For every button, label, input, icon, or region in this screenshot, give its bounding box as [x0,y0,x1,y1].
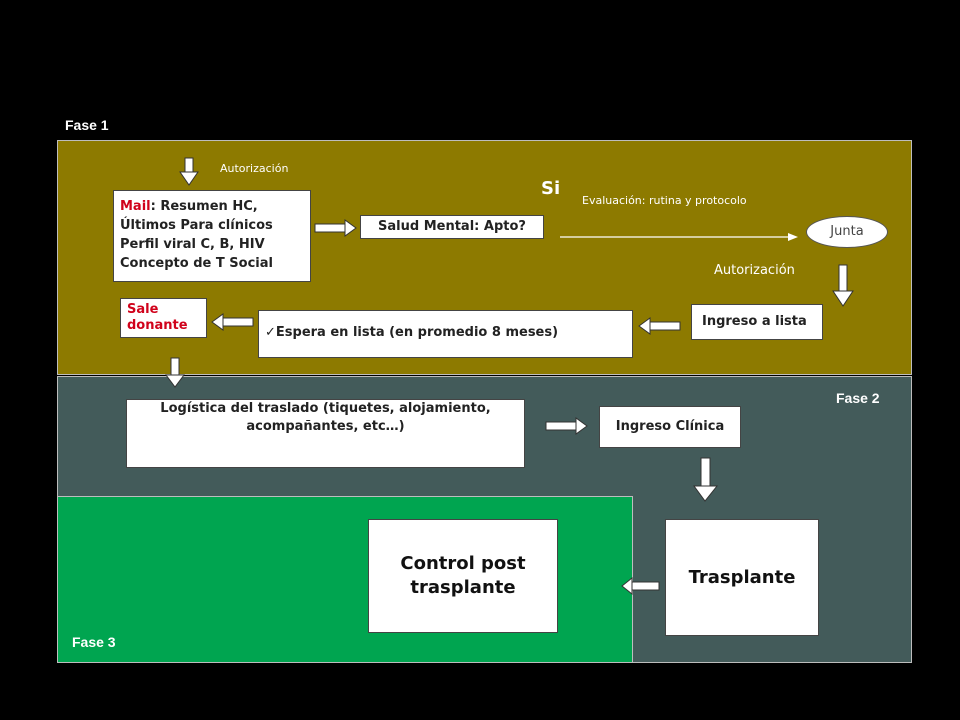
mail-line2: Últimos Para clínicos [120,218,273,233]
phase-3-label: Fase 3 [72,634,116,650]
right-arrow-icon [314,219,357,237]
down-arrow-icon [179,157,199,186]
autorizacion-top-label: Autorización [220,162,289,175]
trasplante-box: Trasplante [665,519,819,636]
down-arrow-icon [165,357,185,388]
left-arrow-icon [638,317,681,335]
mail-box: Mail: Resumen HC, Últimos Para clínicos … [113,190,311,282]
autorizacion-mid-label: Autorización [714,263,795,278]
down-arrow-icon [832,264,854,307]
phase-2-label: Fase 2 [836,390,880,406]
ingreso-clinica-box: Ingreso Clínica [599,406,741,448]
control-post-box: Control post trasplante [368,519,558,633]
sale-donante-box: Sale donante [120,298,207,338]
sale-donante-label: Sale donante [127,302,188,333]
mail-line4: Concepto de T Social [120,256,273,271]
control-post-label: Control post trasplante [400,553,526,598]
mail-line1: : Resumen HC, [150,199,258,214]
phase-1-label: Fase 1 [65,117,109,133]
down-arrow-icon [693,457,719,502]
left-arrow-icon [621,576,660,596]
logistica-label: Logística del traslado (tiquetes, alojam… [160,401,491,434]
espera-box: ✓Espera en lista (en promedio 8 meses) [258,310,633,358]
evaluacion-label: Evaluación: rutina y protocolo [582,194,747,207]
junta-node: Junta [806,216,888,248]
mail-prefix: Mail [120,199,151,214]
mail-line3: Perfil viral C, B, HIV [120,237,265,252]
espera-label: Espera en lista (en promedio 8 meses) [275,325,559,340]
right-arrow-icon [545,417,588,435]
trasplante-label: Trasplante [688,567,796,588]
ingreso-lista-box: Ingreso a lista [691,304,823,340]
logistica-box: Logística del traslado (tiquetes, alojam… [126,399,525,468]
check-icon: ✓ [265,325,276,340]
si-label: Si [541,178,561,199]
left-arrow-icon [211,313,254,331]
salud-mental-box: Salud Mental: Apto? [360,215,544,239]
junta-label: Junta [830,224,864,239]
line-arrow-icon [560,233,798,241]
